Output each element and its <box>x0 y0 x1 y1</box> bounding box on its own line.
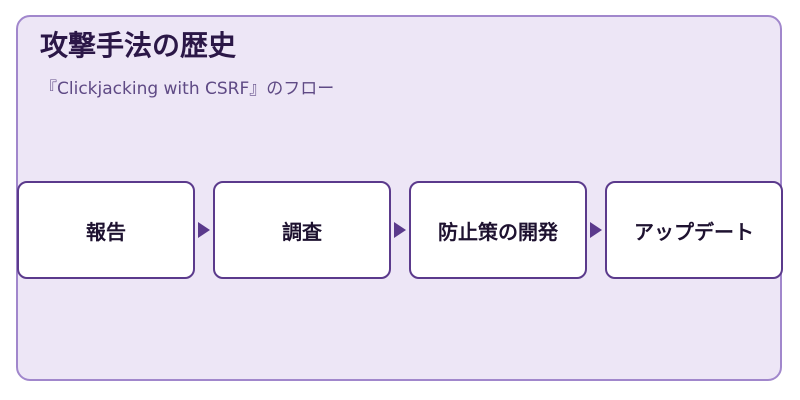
flow-arrow-1 <box>198 222 210 238</box>
step-label-countermeasure: 防止策の開発 <box>438 219 558 244</box>
flow-arrow-2 <box>394 222 406 238</box>
step-label-update: アップデート <box>634 219 754 244</box>
diagram-title: 攻撃手法の歴史 <box>40 29 237 62</box>
flow-arrow-3 <box>590 222 602 238</box>
step-box-report: 報告 <box>17 181 195 279</box>
step-box-update: アップデート <box>605 181 783 279</box>
step-label-investigation: 調査 <box>282 219 322 244</box>
step-box-investigation: 調査 <box>213 181 391 279</box>
step-box-countermeasure: 防止策の開発 <box>409 181 587 279</box>
step-label-report: 報告 <box>86 219 126 244</box>
diagram-subtitle: 『Clickjacking with CSRF』のフロー <box>40 79 335 99</box>
